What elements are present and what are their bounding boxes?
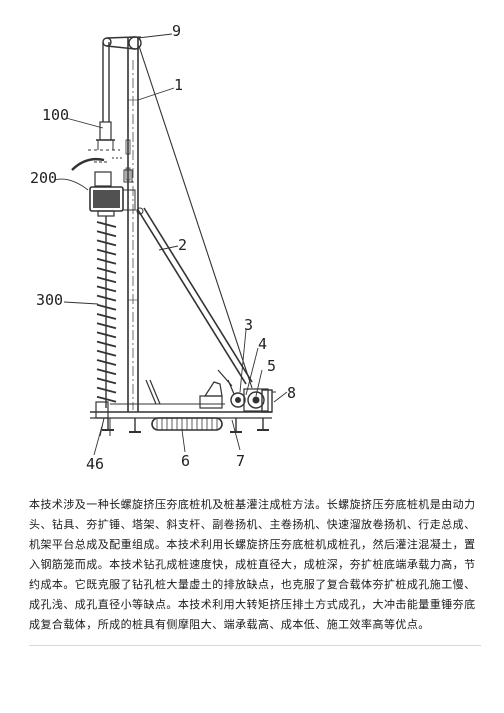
auger-flight bbox=[96, 340, 117, 348]
callout-5: 5 bbox=[267, 357, 276, 375]
auger-flight bbox=[96, 276, 117, 284]
power-head bbox=[71, 157, 136, 217]
bottom-divider bbox=[29, 645, 481, 646]
auger-flight bbox=[96, 230, 117, 238]
callout-46: 46 bbox=[86, 455, 104, 473]
auger-flight bbox=[96, 221, 117, 228]
winch-group bbox=[217, 369, 269, 412]
auger-flight bbox=[96, 313, 117, 320]
auger-flight bbox=[96, 395, 117, 403]
auger-flight bbox=[96, 248, 117, 256]
callout-2: 2 bbox=[178, 236, 187, 254]
callout-3: 3 bbox=[244, 316, 253, 334]
auger-flight bbox=[96, 386, 117, 394]
auger-flight bbox=[96, 239, 117, 247]
callout-9: 9 bbox=[172, 22, 181, 40]
auger-flight bbox=[96, 294, 117, 302]
description-paragraph: 本技术涉及一种长螺旋挤压夯底桩机及桩基灌注成桩方法。长螺旋挤压夯底桩机是由动力头… bbox=[29, 498, 476, 631]
auger-flight bbox=[96, 257, 117, 265]
crawler-track bbox=[151, 417, 223, 431]
pile-machine-diagram: 9 1 100 200 2 300 3 4 5 8 46 6 7 bbox=[30, 22, 296, 473]
callout-8: 8 bbox=[287, 384, 296, 402]
diagonal-brace bbox=[136, 207, 253, 385]
outrigger-feet bbox=[99, 417, 269, 437]
top-pulley-assembly bbox=[102, 36, 142, 50]
auger-flight bbox=[96, 331, 117, 339]
spiral-auger bbox=[96, 216, 117, 408]
callout-100: 100 bbox=[42, 106, 69, 124]
back-stay-cable bbox=[138, 45, 253, 389]
callout-6: 6 bbox=[181, 452, 190, 470]
leader-lines bbox=[53, 33, 288, 456]
auger-flight bbox=[96, 359, 117, 366]
auger-flight bbox=[96, 368, 117, 376]
tamping-hammer bbox=[88, 121, 120, 151]
callout-300: 300 bbox=[36, 291, 63, 309]
auger-flight bbox=[96, 377, 117, 385]
hoist-rope bbox=[102, 42, 110, 122]
auger-flight bbox=[96, 322, 117, 330]
tower-mast bbox=[125, 38, 139, 412]
callout-labels: 9 1 100 200 2 300 3 4 5 8 46 6 7 bbox=[30, 22, 296, 473]
callout-7: 7 bbox=[236, 452, 245, 470]
auger-flight bbox=[96, 303, 117, 311]
callout-200: 200 bbox=[30, 169, 57, 187]
callout-4: 4 bbox=[258, 335, 267, 353]
callout-1: 1 bbox=[174, 76, 183, 94]
auger-flight bbox=[96, 267, 117, 274]
auger-flight bbox=[96, 349, 117, 357]
auger-flight bbox=[96, 285, 117, 293]
